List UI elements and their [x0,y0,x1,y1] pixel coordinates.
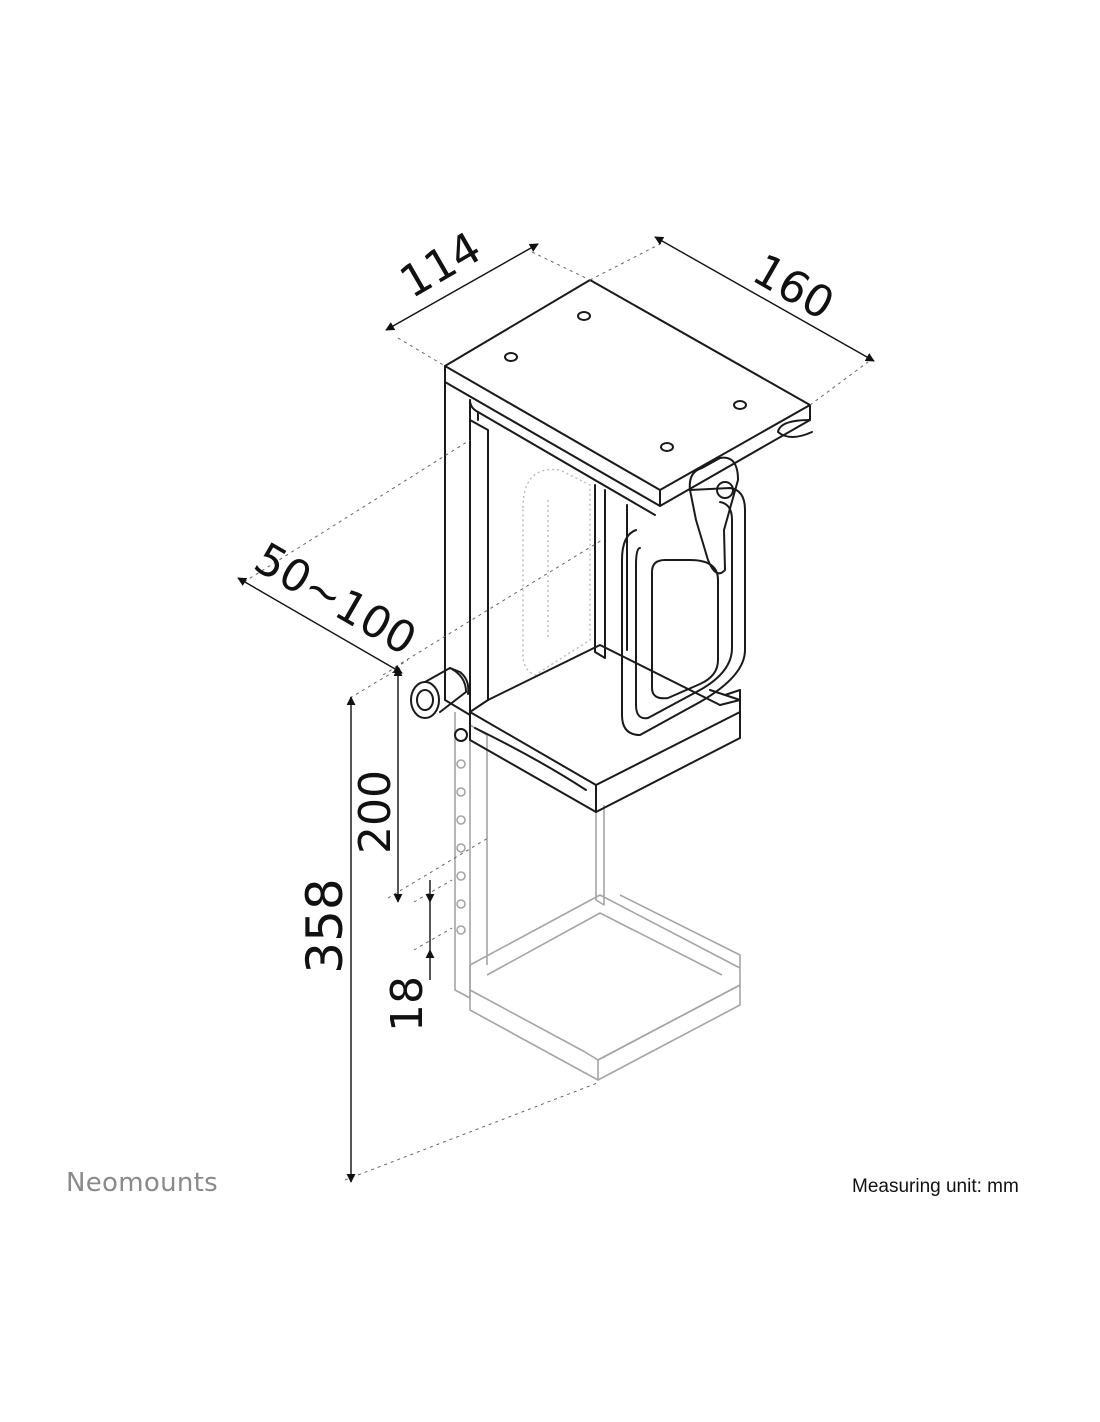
lower-position-ghost [454,712,741,1081]
dim-line-50-100 [237,577,403,674]
brand-logo: Neomounts [66,1168,218,1198]
dim-label-total-height: 358 [296,878,354,973]
extension-lines [243,242,869,1181]
top-plate [444,279,811,491]
left-arm [444,381,471,716]
adjustment-knob [410,667,470,742]
dimension-lines [237,236,875,1183]
mount-hole [504,352,518,362]
dimension-labels: 114 160 50~100 200 358 18 [246,222,842,1032]
dim-label-depth: 114 [392,222,490,308]
clamp-pad [651,559,719,700]
measuring-unit-note: Measuring unit: mm [852,1176,1019,1197]
pc-silhouette-ghost [522,468,591,676]
clamp-frame [621,487,746,736]
mount-hole [660,442,674,452]
dim-label-upper-height: 200 [350,770,401,854]
mount-hole [577,311,591,321]
mount-hole [733,400,747,410]
bracket-main [410,279,813,813]
dim-line-160 [654,236,875,362]
dim-label-adjust-range: 50~100 [246,533,425,666]
dim-line-114 [385,243,539,331]
clamp-handle [688,456,739,575]
dim-label-step: 18 [382,976,433,1032]
bottom-tray [469,689,741,813]
dim-label-width: 160 [744,244,842,330]
